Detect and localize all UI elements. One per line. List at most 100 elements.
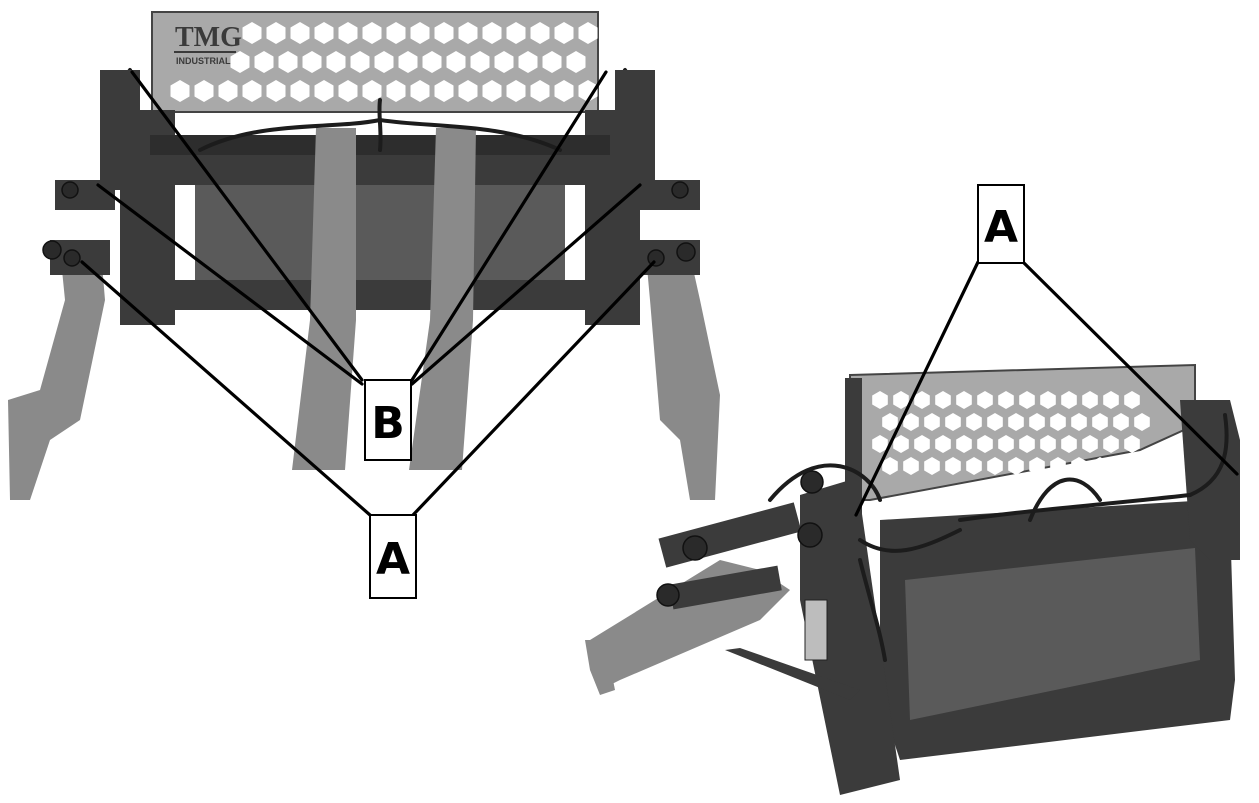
grille-hole: [398, 51, 418, 73]
grille-hole: [506, 80, 526, 102]
grille-hole: [530, 80, 550, 102]
grille-hole: [338, 80, 358, 102]
grille-hole: [998, 435, 1014, 453]
grille-hole: [966, 457, 982, 475]
grille-hole: [956, 435, 972, 453]
grille-hole: [1113, 413, 1129, 431]
front-right-arm: [615, 70, 720, 500]
grille-hole: [410, 80, 430, 102]
grille-hole: [302, 51, 322, 73]
grille-hole: [482, 22, 502, 44]
grille-hole: [530, 22, 550, 44]
side-view-attachment: [585, 363, 1240, 795]
grille-hole: [1008, 457, 1024, 475]
grille-hole: [458, 80, 478, 102]
grille-hole: [1061, 391, 1077, 409]
grille-hole: [1071, 413, 1087, 431]
grille-hole: [506, 22, 526, 44]
side-fork: [725, 648, 860, 700]
brand-logo: TMG: [175, 22, 242, 53]
grille-hole: [458, 22, 478, 44]
side-arm: [585, 470, 824, 695]
grille-hole: [1019, 435, 1035, 453]
grille-hole: [872, 435, 888, 453]
grille-hole: [542, 51, 562, 73]
grille-hole: [903, 457, 919, 475]
callout-a-front: A: [369, 514, 417, 599]
grille-hole: [230, 51, 250, 73]
grille-hole: [903, 413, 919, 431]
brand-logo-subtext: INDUSTRIAL: [176, 56, 231, 66]
front-leader-lines-b: [96, 70, 642, 386]
grille-hole: [266, 80, 286, 102]
svg-text:A: A: [376, 534, 410, 585]
grille-hole: [1092, 457, 1108, 475]
grille-hole: [977, 391, 993, 409]
grille-hole: [314, 22, 334, 44]
grille-hole: [945, 413, 961, 431]
grille-hole: [314, 80, 334, 102]
grille-hole: [1124, 391, 1140, 409]
side-grille-panel: [849, 363, 1196, 501]
grille-hole: [446, 51, 466, 73]
grille-hole: [422, 51, 442, 73]
grille-hole: [518, 51, 538, 73]
grille-hole: [998, 391, 1014, 409]
grille-hole: [218, 80, 238, 102]
svg-text:B: B: [371, 398, 405, 449]
grille-hole: [977, 435, 993, 453]
grille-hole: [935, 435, 951, 453]
grille-hole: [966, 413, 982, 431]
grille-hole: [362, 22, 382, 44]
grille-hole: [578, 22, 598, 44]
grille-hole: [362, 80, 382, 102]
front-view-attachment: TMG INDUSTRIAL: [8, 11, 720, 500]
grille-hole: [1050, 413, 1066, 431]
front-leader-lines-a: [80, 260, 656, 517]
grille-hole: [566, 51, 586, 73]
grille-hole: [1040, 435, 1056, 453]
grille-hole: [194, 80, 214, 102]
grille-hole: [326, 51, 346, 73]
grille-hole: [882, 413, 898, 431]
grille-hole: [1029, 413, 1045, 431]
callout-a-side: A: [977, 184, 1025, 264]
grille-hole: [410, 22, 430, 44]
grille-hole: [935, 391, 951, 409]
grille-hole: [987, 457, 1003, 475]
grille-hole: [494, 51, 514, 73]
grille-hole: [1113, 457, 1129, 475]
grille-hole: [1019, 391, 1035, 409]
grille-hole: [290, 22, 310, 44]
grille-hole: [914, 391, 930, 409]
grille-hole: [554, 80, 574, 102]
grille-hole: [434, 80, 454, 102]
grille-hole: [893, 435, 909, 453]
grille-hole: [242, 22, 262, 44]
grille-hole: [1082, 391, 1098, 409]
grille-hole: [1029, 457, 1045, 475]
grille-hole: [1134, 457, 1150, 475]
grille-hole: [1134, 413, 1150, 431]
front-forks: [292, 128, 476, 470]
side-leader-lines-a: [854, 260, 1239, 517]
grille-hole: [242, 80, 262, 102]
grille-hole: [170, 80, 190, 102]
grille-hole: [882, 457, 898, 475]
grille-hole: [1092, 413, 1108, 431]
grille-hole: [872, 391, 888, 409]
front-grille-panel: TMG INDUSTRIAL: [151, 11, 599, 113]
grille-hole: [924, 413, 940, 431]
grille-hole: [1071, 457, 1087, 475]
grille-hole: [386, 80, 406, 102]
callout-b-front: B: [364, 379, 412, 461]
grille-hole: [290, 80, 310, 102]
side-upright: [800, 378, 900, 795]
grille-hole: [1061, 435, 1077, 453]
front-left-pin-a: [63, 249, 81, 267]
grille-hole: [482, 80, 502, 102]
grille-hole: [434, 22, 454, 44]
grille-hole: [254, 51, 274, 73]
side-hoses: [768, 413, 1229, 662]
grille-hole: [470, 51, 490, 73]
